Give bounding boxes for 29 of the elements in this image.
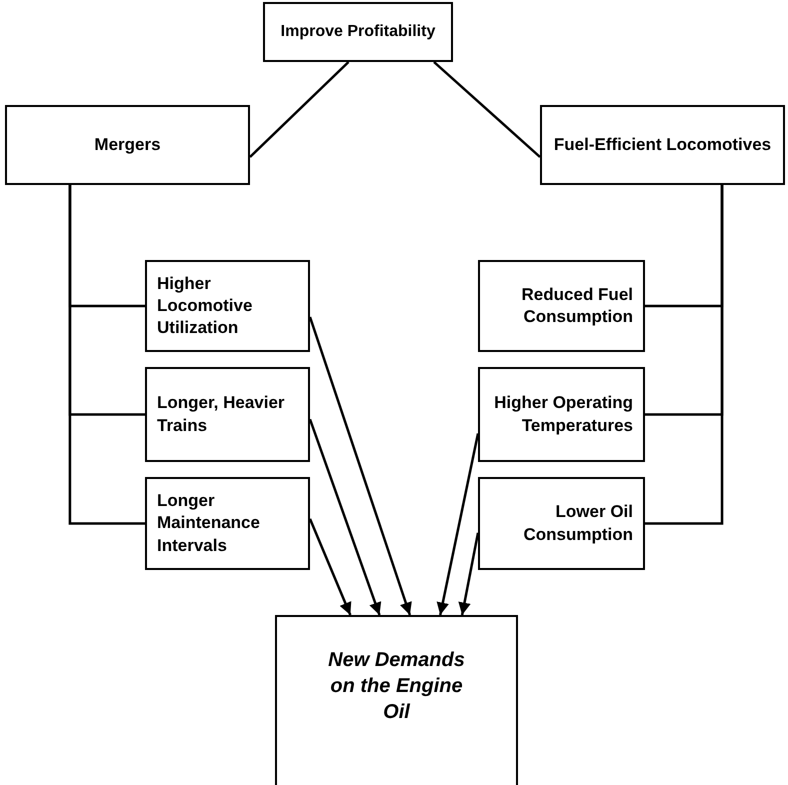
text-box — [5, 105, 250, 185]
text-box — [145, 477, 310, 570]
text-box — [478, 367, 645, 462]
arrow — [436, 433, 480, 616]
text-box — [145, 367, 310, 462]
arrow — [308, 418, 382, 616]
box-label: Lower Oil Consumption — [522, 501, 633, 546]
box-label: Improve Profitability — [280, 22, 436, 42]
box-label: Longer, Heavier Trains — [157, 392, 286, 436]
arrow — [308, 316, 412, 616]
arrow — [458, 532, 480, 616]
box-label: Mergers — [93, 134, 162, 156]
text-box — [263, 2, 453, 62]
box-label: Longer Maintenance Intervals — [157, 490, 261, 557]
text-box — [275, 615, 518, 785]
arrow — [308, 518, 352, 616]
text-box — [540, 105, 785, 185]
box-label: Higher Operating Temperatures — [493, 392, 633, 436]
text-box — [145, 260, 310, 352]
connector-line — [68, 185, 145, 525]
connector-line — [433, 61, 541, 158]
box-label: Reduced Fuel Consumption — [520, 284, 633, 328]
text-box — [478, 477, 645, 570]
box-label: Higher Locomotive Utilization — [157, 272, 254, 340]
text-box — [478, 260, 645, 352]
box-label: New Demands on the Engine Oil — [327, 648, 466, 725]
box-label: Fuel-Efficient Locomotives — [552, 134, 772, 156]
connector-line — [645, 185, 724, 525]
connector-line — [249, 61, 350, 158]
